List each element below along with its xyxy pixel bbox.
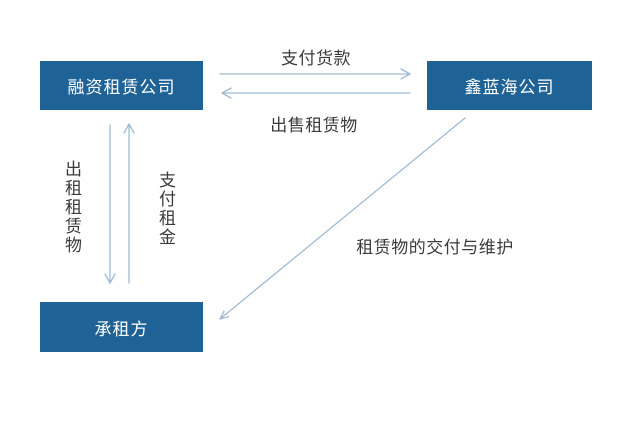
arrow-delivery-and-maintenance (219, 117, 466, 320)
arrow-pay-goods (219, 68, 411, 80)
edge-label-pay-rent: 支付租金 (156, 171, 175, 247)
arrow-lease-out-asset (104, 124, 116, 284)
edge-label-sell-leased-asset: 出售租赁物 (270, 116, 358, 135)
arrow-pay-rent (123, 123, 135, 284)
node-financing-lease-company: 融资租赁公司 (40, 61, 203, 110)
edge-label-delivery-and-maintenance: 租赁物的交付与维护 (356, 238, 514, 257)
edge-label-lease-out-asset: 出租租赁物 (62, 160, 81, 255)
node-lessee: 承租方 (40, 302, 203, 352)
node-xinlanhai-company: 鑫蓝海公司 (427, 61, 592, 110)
edge-label-pay-goods: 支付货款 (281, 49, 351, 68)
arrow-sell-leased-asset (221, 87, 411, 99)
